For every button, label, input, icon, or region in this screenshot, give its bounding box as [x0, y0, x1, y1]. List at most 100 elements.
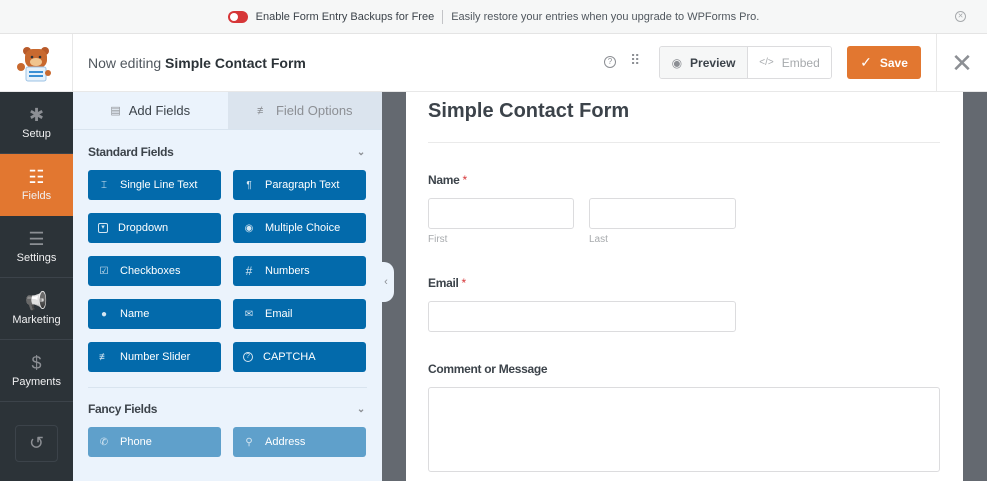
preview-embed-group: ◉ Preview </> Embed	[659, 46, 832, 79]
paragraph-icon: ¶	[246, 179, 252, 191]
required-asterisk: *	[461, 276, 467, 290]
revisions-button[interactable]: ↺	[15, 425, 58, 462]
group-divider	[88, 387, 367, 388]
gear-icon: ✱	[28, 105, 45, 125]
question-circle-icon: ?	[243, 352, 253, 362]
title-prefix: Now editing	[88, 55, 162, 71]
field-label: Single Line Text	[120, 179, 198, 191]
wpforms-logo	[0, 34, 73, 92]
collapse-panel-handle[interactable]: ‹	[378, 262, 394, 302]
sidebar-item-label: Payments	[12, 376, 61, 388]
sidebar-item-setup[interactable]: ✱ Setup	[0, 92, 73, 154]
form-name: Simple Contact Form	[165, 55, 306, 71]
notice-close-icon[interactable]: ✕	[955, 11, 966, 22]
message-textarea[interactable]	[428, 387, 940, 472]
field-label: Paragraph Text	[265, 179, 340, 191]
email-input[interactable]	[428, 301, 736, 332]
field-label: Name	[120, 308, 150, 320]
form-preview: Simple Contact Form Name* First Last Ema…	[406, 92, 963, 481]
form-title[interactable]: Simple Contact Form	[428, 100, 630, 122]
name-field-label[interactable]: Name*	[428, 173, 467, 187]
user-icon: ●	[100, 308, 108, 320]
form-title-divider	[428, 142, 940, 143]
last-name-sublabel: Last	[589, 234, 608, 245]
notice-strong-text[interactable]: Enable Form Entry Backups for Free	[255, 10, 435, 23]
backup-toggle[interactable]	[227, 10, 248, 23]
chevron-left-icon: ‹	[384, 276, 388, 288]
field-label: Multiple Choice	[265, 222, 341, 234]
notice-bar: Enable Form Entry Backups for Free Easil…	[0, 0, 987, 34]
close-icon: ✕	[951, 47, 973, 78]
first-name-sublabel: First	[428, 234, 448, 245]
tab-label: Add Fields	[128, 103, 191, 118]
embed-label: Embed	[781, 55, 820, 70]
help-icon[interactable]: ?	[604, 56, 616, 68]
last-name-input[interactable]	[589, 198, 736, 229]
embed-button[interactable]: </> Embed	[748, 47, 831, 78]
sidebar-item-label: Setup	[22, 128, 51, 140]
group-title: Fancy Fields	[88, 402, 158, 416]
sidebar-item-label: Settings	[16, 252, 57, 264]
hash-icon: #	[245, 264, 253, 278]
tab-add-fields[interactable]: ▤ Add Fields	[73, 92, 228, 129]
field-email[interactable]: ✉ Email	[233, 299, 366, 329]
panel-tabs: ▤ Add Fields ≢ Field Options	[73, 92, 382, 130]
envelope-icon: ✉	[244, 308, 254, 320]
field-checkboxes[interactable]: ☑ Checkboxes	[88, 256, 221, 286]
sidebar-item-fields[interactable]: ☷ Fields	[0, 154, 73, 216]
sidebar-item-label: Fields	[21, 190, 52, 202]
sidebar-item-label: Marketing	[12, 314, 61, 326]
checkbox-icon: ☑	[99, 265, 109, 277]
field-address[interactable]: ⚲ Address	[233, 427, 366, 457]
field-phone[interactable]: ✆Phone	[88, 427, 221, 457]
text-cursor-icon: ⌶	[101, 179, 107, 191]
standard-fields-header[interactable]: Standard Fields ⌄	[73, 134, 382, 170]
field-label: Dropdown	[118, 222, 169, 234]
field-paragraph-text[interactable]: ¶ Paragraph Text	[233, 170, 366, 200]
close-builder-button[interactable]: ✕	[936, 34, 987, 92]
field-label: Checkboxes	[120, 265, 181, 277]
first-name-input[interactable]	[428, 198, 574, 229]
tab-field-options[interactable]: ≢ Field Options	[227, 92, 382, 129]
standard-fields-grid: ⌶ Single Line Text ¶ Paragraph Text ▾Dropd…	[73, 170, 382, 372]
bear-mascot-icon	[17, 47, 51, 82]
fancy-fields-header[interactable]: Fancy Fields ⌄	[73, 391, 382, 427]
field-dropdown[interactable]: ▾Dropdown	[88, 213, 221, 243]
chevron-down-icon[interactable]: ⌄	[356, 146, 365, 158]
apps-grid-icon[interactable]: ⠿	[630, 52, 641, 68]
list-icon: ▤	[110, 105, 121, 117]
email-field-label[interactable]: Email*	[428, 276, 466, 290]
preview-button[interactable]: ◉ Preview	[660, 47, 748, 78]
map-pin-icon: ⚲	[245, 436, 253, 448]
sidebar-item-settings[interactable]: ☰ Settings	[0, 216, 73, 278]
chevron-down-icon[interactable]: ⌄	[356, 403, 365, 415]
field-name[interactable]: ● Name	[88, 299, 221, 329]
fancy-fields-grid: ✆Phone ⚲ Address	[73, 427, 382, 457]
field-label: Address	[265, 436, 306, 448]
field-captcha[interactable]: ? CAPTCHA	[233, 342, 366, 372]
phone-icon: ✆	[99, 436, 109, 448]
sidebar-item-marketing[interactable]: 📢 Marketing	[0, 278, 73, 340]
group-title: Standard Fields	[88, 145, 174, 159]
field-label: CAPTCHA	[263, 351, 316, 363]
sliders-icon: ≢	[99, 351, 109, 363]
sliders-icon: ≢	[256, 104, 268, 117]
save-button[interactable]: ✓ Save	[847, 46, 921, 79]
field-label: Email	[265, 308, 293, 320]
sidebar-nav: ✱ Setup ☷ Fields ☰ Settings 📢 Marketing …	[0, 92, 73, 481]
notice-text: Easily restore your entries when you upg…	[451, 10, 760, 23]
dollar-icon: $	[31, 353, 42, 373]
label-text: Email	[428, 276, 459, 290]
label-text: Name	[428, 173, 460, 187]
sidebar-item-payments[interactable]: $ Payments	[0, 340, 73, 402]
message-field-label[interactable]: Comment or Message	[428, 362, 548, 376]
tab-label: Field Options	[275, 103, 353, 118]
field-single-line-text[interactable]: ⌶ Single Line Text	[88, 170, 221, 200]
history-icon: ↺	[28, 433, 45, 453]
field-multiple-choice[interactable]: ◉Multiple Choice	[233, 213, 366, 243]
field-number-slider[interactable]: ≢Number Slider	[88, 342, 221, 372]
preview-label: Preview	[690, 55, 736, 70]
field-numbers[interactable]: #Numbers	[233, 256, 366, 286]
page-title: Now editing Simple Contact Form	[88, 55, 306, 71]
megaphone-icon: 📢	[25, 291, 48, 311]
